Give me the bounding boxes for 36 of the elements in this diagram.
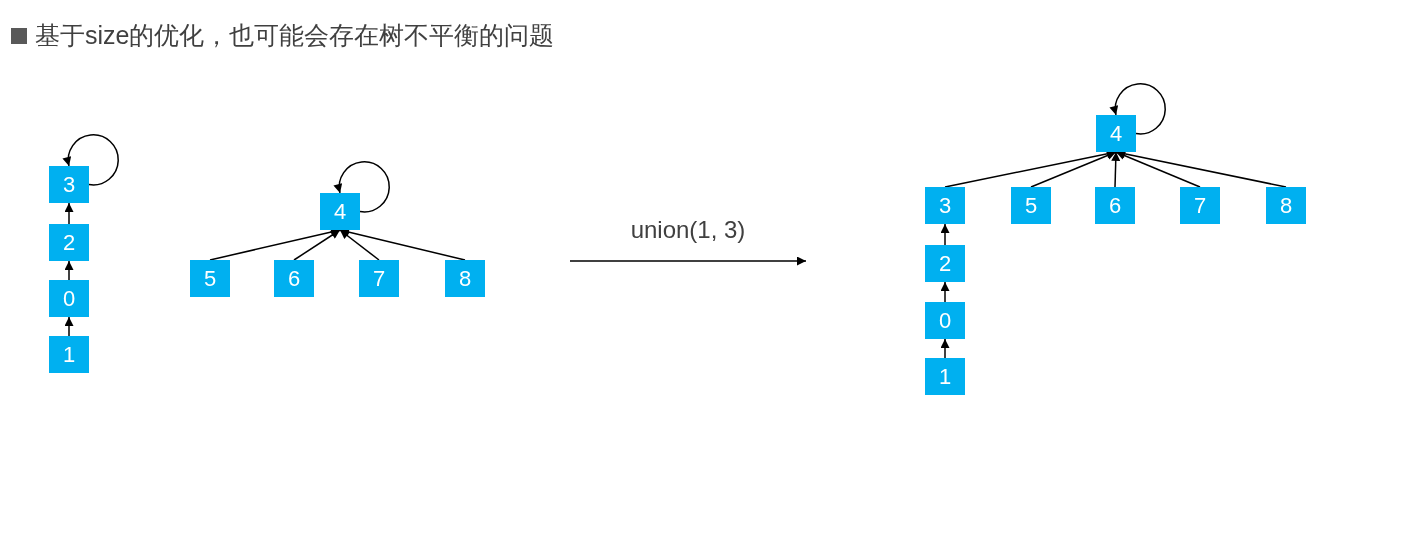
node-box: 4 — [1096, 115, 1136, 152]
arrow — [339, 229, 380, 261]
arrow — [64, 316, 74, 337]
node-box: 7 — [1180, 187, 1220, 224]
node-box: 7 — [359, 260, 399, 297]
node-box: 6 — [1095, 187, 1135, 224]
arrow — [940, 223, 950, 246]
arrow — [940, 281, 950, 303]
node-box: 8 — [1266, 187, 1306, 224]
node-box: 1 — [49, 336, 89, 373]
node-box: 3 — [925, 187, 965, 224]
node-box: 2 — [49, 224, 89, 261]
self-loop-arrow — [1109, 83, 1166, 135]
arrow — [1115, 149, 1287, 188]
node-box: 3 — [49, 166, 89, 203]
node-box: 8 — [445, 260, 485, 297]
node-box: 0 — [49, 280, 89, 317]
arrow — [1115, 151, 1201, 188]
arrow — [64, 260, 74, 281]
arrow — [339, 227, 466, 261]
self-loop-arrow — [62, 134, 119, 186]
arrow — [1030, 151, 1117, 188]
node-box: 2 — [925, 245, 965, 282]
self-loop-arrow — [333, 161, 390, 213]
node-box: 5 — [190, 260, 230, 297]
operation-label: union(1, 3) — [630, 216, 746, 244]
node-box: 1 — [925, 358, 965, 395]
node-box: 6 — [274, 260, 314, 297]
arrow — [293, 229, 341, 261]
slide-title: 基于size的优化，也可能会存在树不平衡的问题 — [35, 20, 555, 50]
node-box: 4 — [320, 193, 360, 230]
node-box: 5 — [1011, 187, 1051, 224]
arrow — [940, 338, 950, 359]
arrow — [64, 202, 74, 225]
arrow — [1111, 151, 1121, 188]
node-box: 0 — [925, 302, 965, 339]
